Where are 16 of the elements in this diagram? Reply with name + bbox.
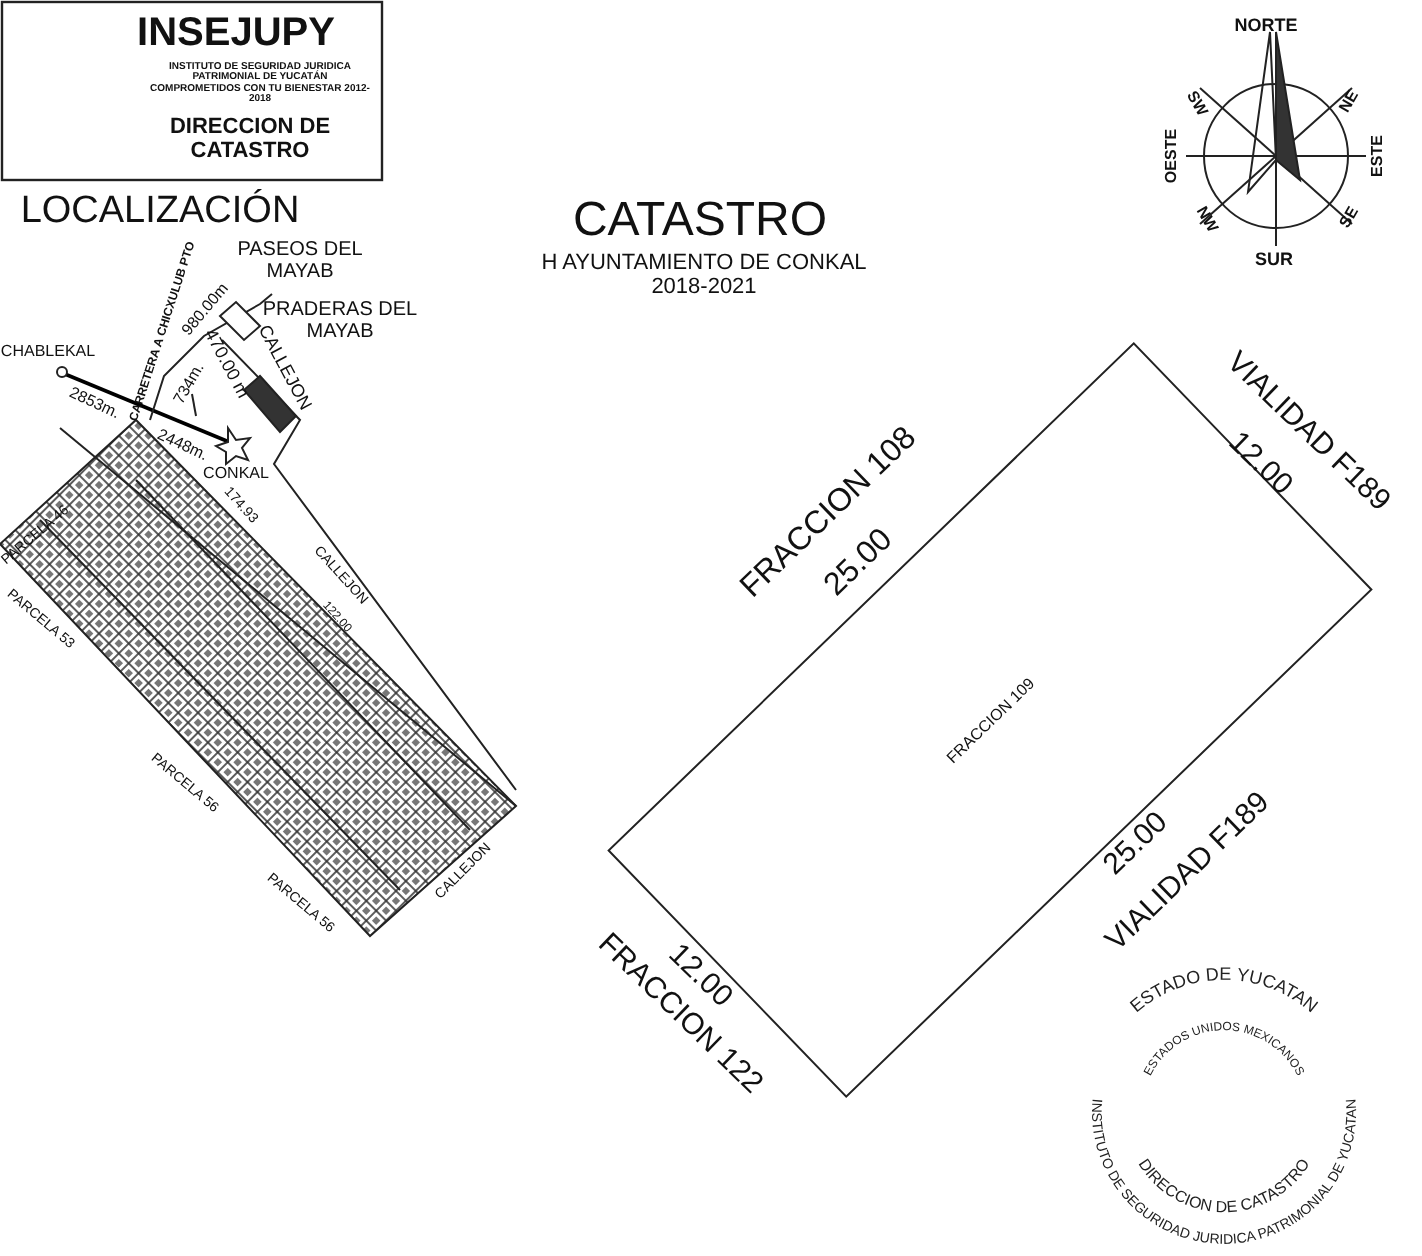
compass-label: OESTE [1163,128,1181,184]
place-name: CONKAL [203,465,269,483]
municipality-name: H AYUNTAMIENTO DE CONKAL 2018-2021 [539,252,869,300]
compass-label: ESTE [1369,135,1387,177]
place-name: CHABLEKAL [0,343,96,361]
compass-label: SE [1337,204,1363,232]
compass-label: NE [1337,88,1363,116]
department-name: DIRECCION DE CATASTRO [167,116,333,164]
compass-label: SW [1182,88,1210,120]
compass-label: NW [1192,204,1220,236]
compass-label: SUR [1255,250,1293,270]
compass-label: NORTE [1234,16,1298,36]
institution-acronym: INSEJUPY [137,13,335,55]
office-title: CATASTRO [572,194,828,246]
place-name: PASEOS DEL MAYAB [235,241,365,283]
section-title: LOCALIZACIÓN [20,192,300,232]
